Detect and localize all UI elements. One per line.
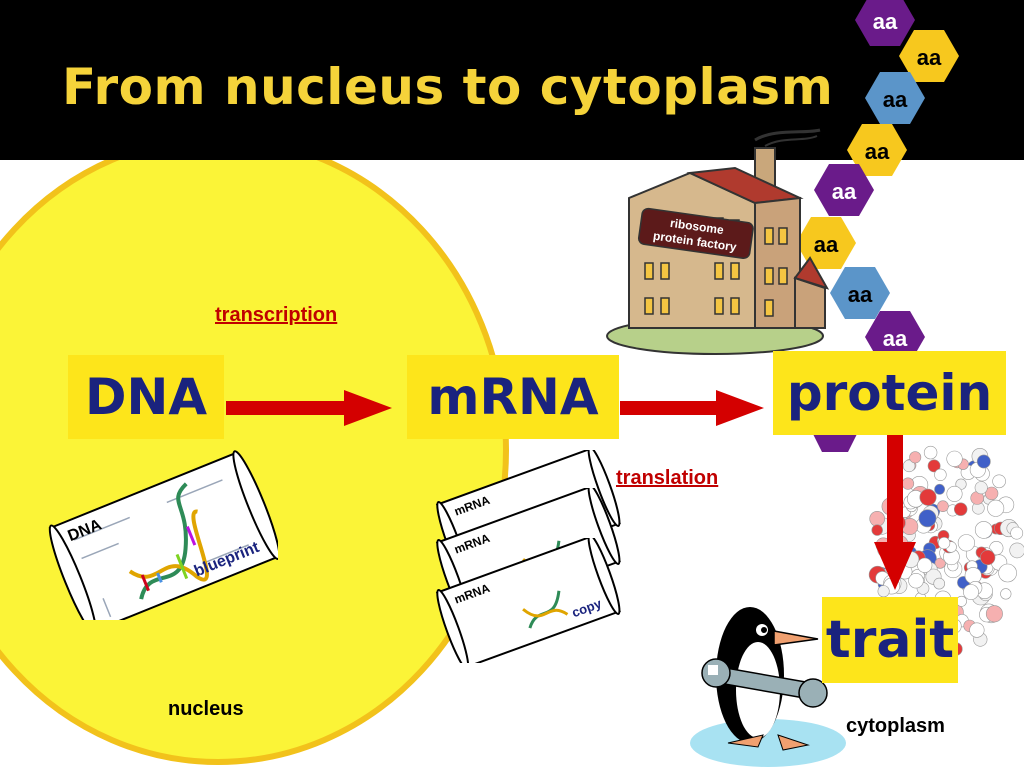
protein-atom <box>909 451 922 464</box>
protein-atom <box>992 474 1006 489</box>
aa-hex-2: aa <box>899 30 959 82</box>
mrna-box: mRNA <box>407 355 619 439</box>
aa-hex-6: aa <box>796 217 856 269</box>
aa-label: aa <box>917 45 942 70</box>
slide-title: From nucleus to cytoplasm <box>62 58 834 116</box>
protein-atom <box>953 502 968 516</box>
aa-label: aa <box>848 282 873 307</box>
protein-atom <box>917 557 933 573</box>
arrow-mrna-to-protein <box>620 390 764 426</box>
nucleus-label: nucleus <box>168 698 244 720</box>
protein-atom <box>934 483 945 495</box>
protein-atom <box>974 481 988 495</box>
protein-atom <box>923 445 938 460</box>
protein-atom <box>984 486 999 501</box>
protein-atom <box>1010 526 1024 540</box>
aa-label: aa <box>883 326 908 351</box>
protein-atom <box>902 459 916 473</box>
protein-atom <box>908 573 924 589</box>
protein-atom <box>946 485 963 502</box>
protein-atom <box>927 459 941 473</box>
protein-atom <box>918 509 937 528</box>
protein-atom <box>946 450 963 467</box>
protein-atom <box>937 500 949 512</box>
protein-atom <box>980 549 996 566</box>
translation-label: translation <box>616 467 719 489</box>
protein-atom <box>1009 542 1024 559</box>
cytoplasm-label: cytoplasm <box>846 715 945 737</box>
protein-atom <box>937 536 951 550</box>
dna-box: DNA <box>68 355 224 439</box>
arrow-protein-to-trait <box>874 434 916 590</box>
mrna-copy-3: mRNA copy <box>435 538 621 663</box>
protein-atom <box>974 521 993 539</box>
protein-box: protein <box>773 351 1006 435</box>
aa-hex-7: aa <box>830 267 890 319</box>
protein-atom <box>934 468 947 481</box>
arrow-dna-to-mrna <box>226 390 392 426</box>
ice-puddle <box>690 719 846 767</box>
wrench-icon <box>701 658 828 708</box>
protein-atom <box>985 605 1003 623</box>
protein-atom <box>877 585 890 598</box>
trait-box: trait <box>822 597 958 683</box>
aa-label: aa <box>865 139 890 164</box>
protein-atom <box>933 577 945 590</box>
protein-atom <box>1000 588 1012 600</box>
aa-label: aa <box>814 232 839 257</box>
aa-hex-1: aa <box>855 0 915 46</box>
protein-atom <box>998 563 1017 583</box>
protein-atom <box>976 454 991 469</box>
dna-blueprint: DNA blueprint <box>48 450 278 620</box>
smoke-trail <box>754 128 821 142</box>
transcription-label: transcription <box>215 304 338 326</box>
aa-hex-8: aa <box>865 311 925 363</box>
aa-label: aa <box>883 87 908 112</box>
factory-sign: ribosome protein factory <box>637 207 754 260</box>
header-bar <box>0 0 1024 160</box>
ribosome-factory: ribosome protein factory <box>606 128 830 355</box>
penguin-mechanic-image <box>690 607 846 767</box>
penguin-beak <box>773 630 819 646</box>
aa-hex-5: aa <box>814 164 874 216</box>
protein-atom <box>969 622 985 638</box>
protein-atom <box>957 534 975 552</box>
aa-hex-4: aa <box>847 124 907 176</box>
protein-atom <box>919 488 937 506</box>
protein-atom <box>934 557 946 569</box>
aa-label: aa <box>832 179 857 204</box>
protein-atom <box>963 584 979 600</box>
protein-atom <box>987 499 1005 517</box>
aa-label: aa <box>873 9 898 34</box>
protein-atom <box>871 524 883 536</box>
aa-hex-3: aa <box>865 72 925 124</box>
